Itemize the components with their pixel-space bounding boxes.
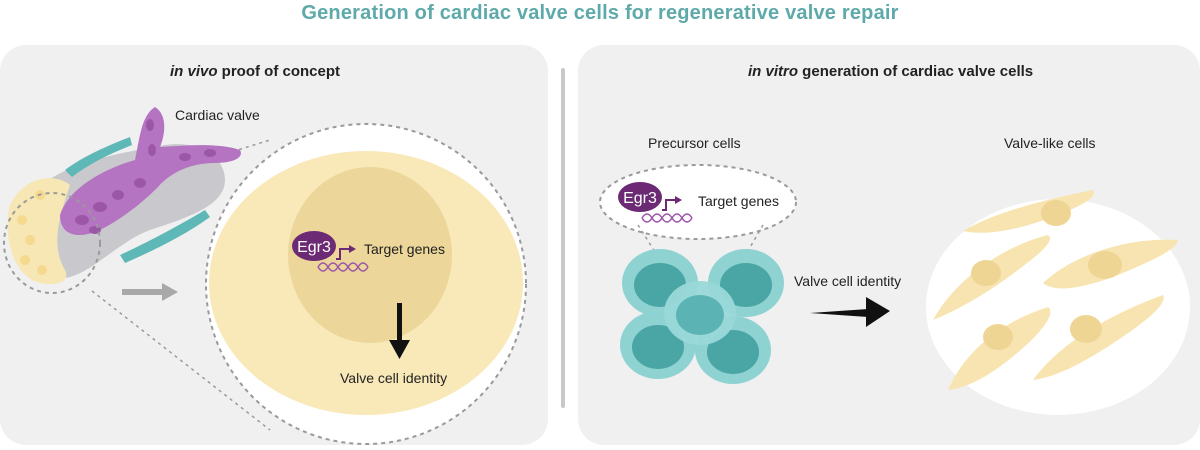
cardiac-valve-label: Cardiac valve <box>175 107 260 123</box>
target-genes-label-right: Target genes <box>698 193 779 209</box>
precursor-cells-label: Precursor cells <box>648 135 741 151</box>
in-vivo-panel: in vivo proof of concept <box>0 45 548 445</box>
valve-magenta-leaflet <box>60 107 241 236</box>
identity-arrow <box>389 303 410 359</box>
valve-cell-identity-label: Valve cell identity <box>340 370 448 386</box>
egr3-oval-right <box>618 182 662 212</box>
valve-magenta-nuclei <box>75 119 216 234</box>
zoom-line-bottom <box>91 290 271 431</box>
dna-helix-right <box>641 213 693 223</box>
differentiation-arrow <box>810 297 890 327</box>
in-vitro-heading-italic: in vitro <box>748 63 799 80</box>
promoter-arrow-head-right <box>675 196 682 204</box>
figure-title: Generation of cardiac valve cells for re… <box>301 2 899 24</box>
egr3-oval <box>292 231 336 261</box>
precursor-cell-center <box>664 281 736 345</box>
valve-like-cell <box>1043 239 1178 289</box>
in-vivo-heading-italic: in vivo <box>170 63 218 80</box>
valve-teal-endothelium-bottom <box>120 210 210 263</box>
valve-like-cell <box>1033 295 1164 380</box>
valve-like-cell <box>963 190 1094 233</box>
in-vivo-illustration: Egr3 <box>3 107 527 445</box>
cardiac-valve-tissue <box>3 107 241 294</box>
valve-teal-endothelium-top <box>65 137 132 177</box>
in-vivo-heading-rest: proof of concept <box>217 63 341 80</box>
panel-divider <box>561 68 565 408</box>
promoter-arrow <box>336 248 350 260</box>
in-vitro-illustration: Egr3 <box>599 164 1190 415</box>
precursor-cells <box>620 249 784 384</box>
egr3-text-right: Egr3 <box>623 190 657 207</box>
zoom-arrow <box>122 283 178 301</box>
dna-helix <box>317 262 369 272</box>
in-vitro-panel: in vitro generation of cardiac valve cel… <box>578 45 1200 445</box>
valve-cell-identity-label-right: Valve cell identity <box>794 273 902 289</box>
in-vivo-heading: in vivo proof of concept <box>170 63 340 80</box>
magnified-cell-nucleus <box>288 167 452 343</box>
promoter-arrow-right <box>662 199 676 211</box>
in-vitro-heading-rest: generation of cardiac valve cells <box>798 63 1034 80</box>
valve-like-cells <box>933 190 1178 390</box>
valve-zoom-circle <box>3 192 101 294</box>
in-vitro-heading: in vitro generation of cardiac valve cel… <box>748 63 1033 80</box>
target-genes-label: Target genes <box>364 241 445 257</box>
valve-like-cells-label: Valve-like cells <box>1004 135 1096 151</box>
egr3-text: Egr3 <box>297 239 331 256</box>
valve-like-cell <box>948 307 1051 390</box>
valve-like-cell <box>933 235 1050 320</box>
promoter-arrow-head <box>349 245 356 253</box>
